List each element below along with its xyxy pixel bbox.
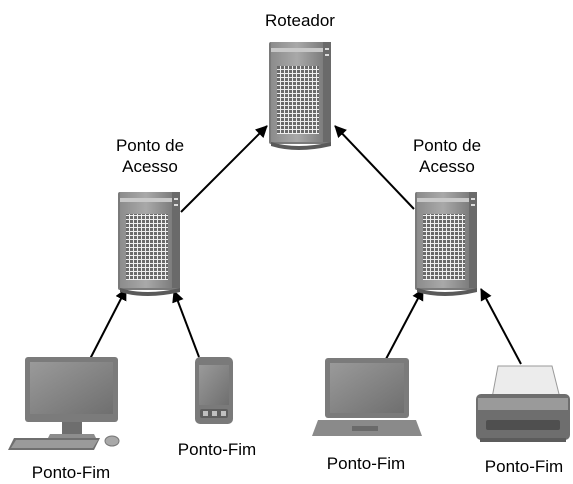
desktop-computer-icon — [8, 357, 120, 450]
edge-laptop-to-access-point-right — [385, 288, 424, 360]
router-label: Roteador — [265, 11, 335, 30]
access-point-left-label: Ponto de Acesso — [90, 135, 210, 177]
edge-phone-to-access-point-left — [172, 290, 200, 358]
access-point-left-label-line2: Acesso — [122, 157, 178, 176]
printer-icon — [476, 365, 570, 442]
edges — [89, 125, 522, 365]
server-tower-icon — [269, 42, 331, 150]
access-point-right-label-line1: Ponto de — [412, 136, 482, 155]
access-point-left-label-line1: Ponto de — [115, 136, 185, 155]
laptop-icon — [312, 358, 422, 436]
edge-printer-to-access-point-right — [480, 288, 522, 365]
edge-desktop-to-access-point-left — [89, 288, 127, 360]
server-tower-icon — [118, 192, 180, 296]
access-point-right-label-line2: Acesso — [419, 157, 475, 176]
server-tower-icon — [415, 192, 477, 296]
endpoint-printer-label: Ponto-Fim — [484, 457, 564, 476]
endpoint-desktop-label: Ponto-Fim — [31, 463, 111, 482]
edge-access-point-right-to-router — [334, 125, 415, 210]
access-point-right-label: Ponto de Acesso — [387, 135, 507, 177]
endpoint-phone-label: Ponto-Fim — [177, 440, 257, 459]
endpoint-laptop-label: Ponto-Fim — [326, 454, 406, 473]
edge-access-point-left-to-router — [180, 125, 268, 213]
smartphone-icon — [195, 357, 233, 424]
